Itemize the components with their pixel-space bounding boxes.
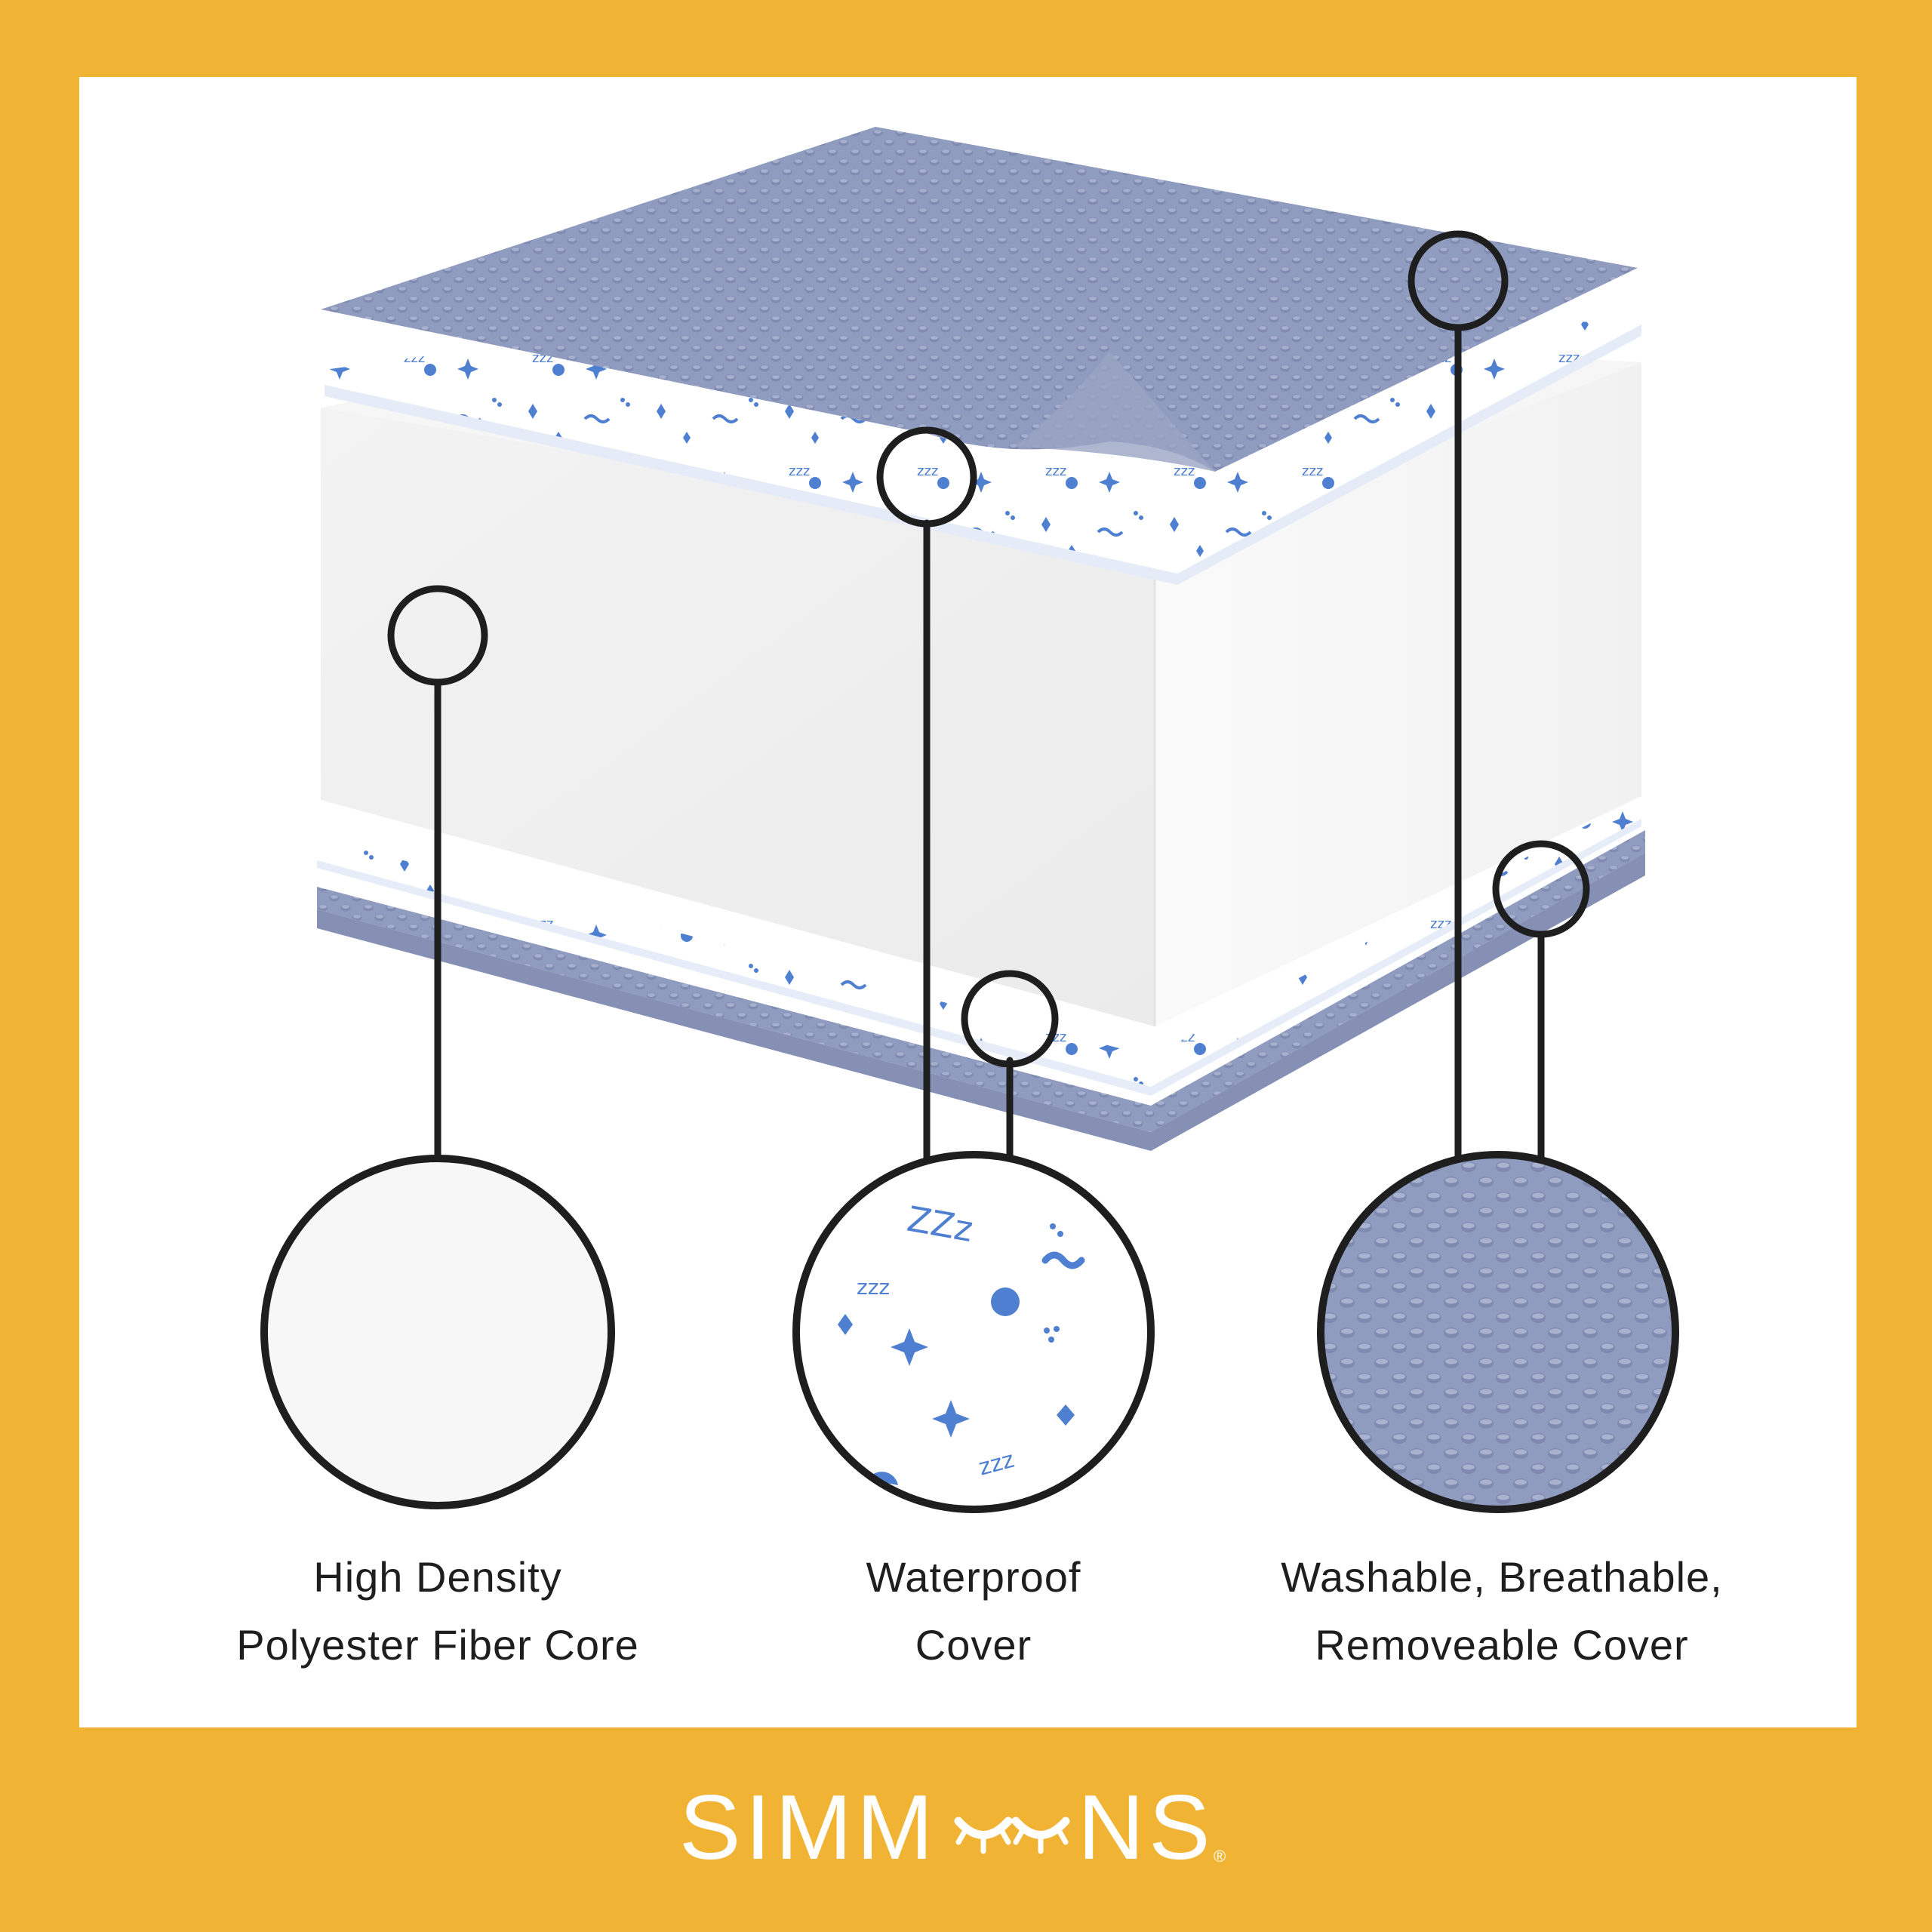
waterproof-label-line2: Cover: [915, 1621, 1032, 1669]
top-mesh-layer: [321, 127, 1638, 472]
core-marker-circle: [387, 585, 488, 686]
mesh-bottom-marker-circle: [1492, 840, 1590, 938]
core-label: High Density Polyester Fiber Core: [151, 1543, 724, 1679]
bottom-mesh-layer: [317, 830, 1645, 1151]
mesh-detail-circle: [1317, 1151, 1679, 1513]
waterproof-bottom-marker-circle: [961, 970, 1059, 1068]
core-detail-circle: [260, 1155, 615, 1509]
registered-mark: ®: [1214, 1847, 1226, 1866]
mesh-label-line2: Removeable Cover: [1315, 1621, 1689, 1669]
bottom-print-layer: [317, 796, 1641, 1096]
mesh-label-line1: Washable, Breathable,: [1281, 1553, 1723, 1601]
brand-text-right: NS: [1078, 1777, 1214, 1875]
mesh-top-marker-circle: [1407, 230, 1509, 331]
brand-text-left: SIMM: [679, 1777, 938, 1875]
brand-wordmark: SIMM NS ®: [679, 1777, 1226, 1875]
callout-lines: [434, 326, 1545, 1162]
core-label-line2: Polyester Fiber Core: [236, 1621, 639, 1669]
mesh-label: Washable, Breathable, Removeable Cover: [1200, 1543, 1804, 1679]
sleeping-eyes-icon: [954, 1817, 1070, 1854]
waterproof-label-line1: Waterproof: [866, 1553, 1081, 1601]
waterproof-detail-circle: [792, 1151, 1155, 1513]
brand-logo: SIMM NS ®: [0, 1777, 1932, 1875]
small-callout-circles: [387, 230, 1590, 1068]
core-label-line1: High Density: [313, 1553, 562, 1601]
waterproof-top-marker-circle: [876, 426, 977, 528]
waterproof-label: Waterproof Cover: [747, 1543, 1200, 1679]
